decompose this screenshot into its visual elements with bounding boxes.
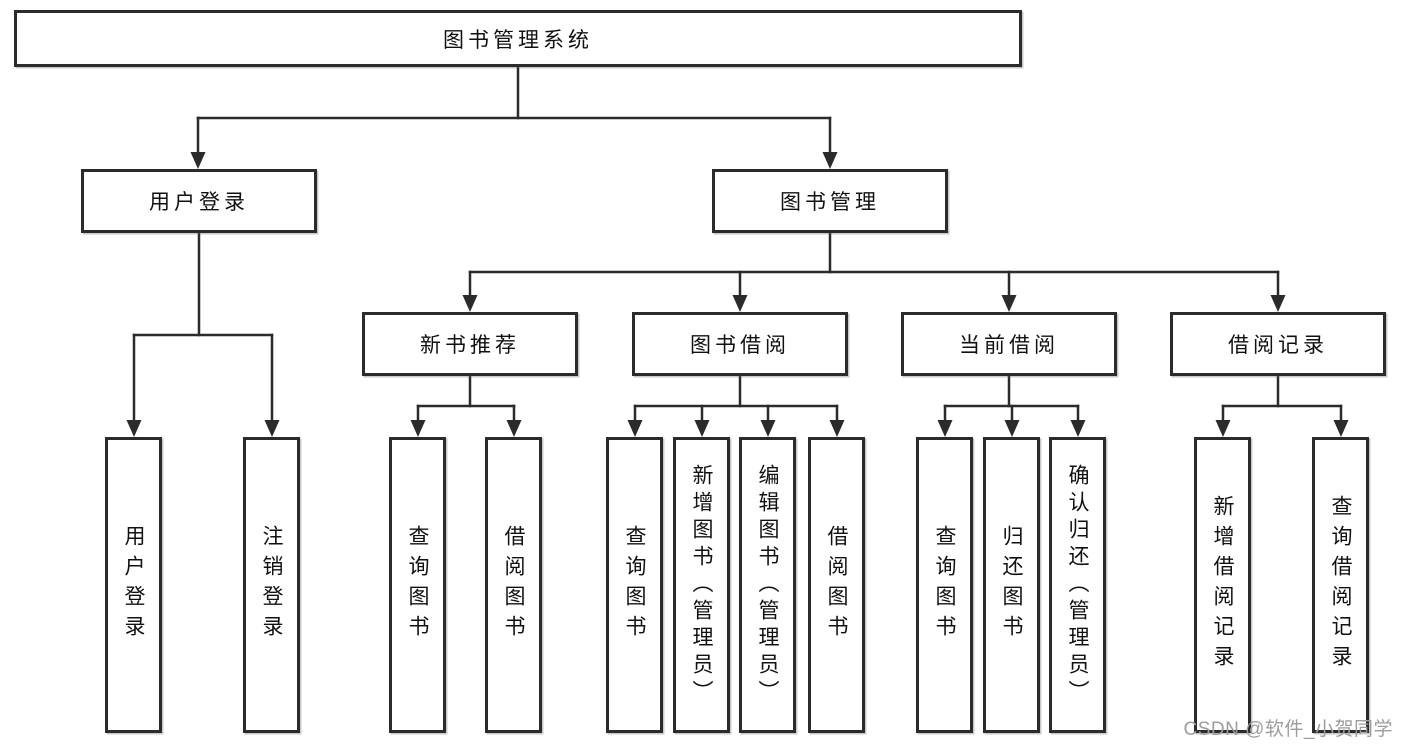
node-new-book-recommend-label: 新书推荐 [420, 334, 520, 357]
node-book-borrow: 图书借阅 [632, 312, 848, 376]
leaf-cb-query-book: 查询图书 [916, 437, 973, 733]
node-root-label: 图书管理系统 [443, 28, 593, 52]
node-book-borrow-label: 图书借阅 [690, 334, 790, 357]
arrow-down-icon [1215, 420, 1231, 437]
leaf-br-add-record-label: 新增借阅记录 [1211, 495, 1234, 675]
arrow-down-icon [462, 295, 478, 312]
leaf-bb-add-book-label: 新增图书（管理员） [690, 463, 713, 707]
leaf-cb-query-book-label: 查询图书 [933, 525, 956, 645]
node-user-login: 用户登录 [81, 169, 317, 233]
leaf-bb-query-book-label: 查询图书 [623, 525, 646, 645]
node-user-login-label: 用户登录 [149, 191, 249, 214]
watermark: CSDN @软件_小贺同学 [1183, 719, 1393, 740]
leaf-nbr-borrow-book: 借阅图书 [485, 437, 542, 733]
leaf-cb-return-book-label: 归还图书 [1000, 525, 1023, 645]
leaf-cb-confirm-return-label: 确认归还（管理员） [1066, 463, 1089, 707]
arrow-down-icon [732, 295, 748, 312]
leaf-cb-return-book: 归还图书 [983, 437, 1040, 733]
leaf-bb-add-book: 新增图书（管理员） [673, 437, 730, 733]
arrow-down-icon [126, 420, 142, 437]
leaf-logout: 注销登录 [243, 437, 300, 733]
leaf-br-add-record: 新增借阅记录 [1194, 437, 1251, 733]
leaf-bb-edit-book-label: 编辑图书（管理员） [756, 463, 779, 707]
node-current-borrow: 当前借阅 [901, 312, 1117, 376]
leaf-br-query-record: 查询借阅记录 [1312, 437, 1369, 733]
arrow-down-icon [822, 152, 838, 169]
arrow-down-icon [694, 420, 710, 437]
arrow-down-icon [1001, 295, 1017, 312]
leaf-logout-label: 注销登录 [260, 525, 283, 645]
arrow-down-icon [1270, 295, 1286, 312]
leaf-nbr-borrow-book-label: 借阅图书 [502, 525, 525, 645]
leaf-user-login-label: 用户登录 [122, 525, 145, 645]
leaf-nbr-query-book-label: 查询图书 [406, 525, 429, 645]
leaf-cb-confirm-return: 确认归还（管理员） [1049, 437, 1106, 733]
leaf-nbr-query-book: 查询图书 [389, 437, 446, 733]
leaf-bb-query-book: 查询图书 [606, 437, 663, 733]
node-book-management-label: 图书管理 [780, 191, 880, 214]
arrow-down-icon [1333, 420, 1349, 437]
arrow-down-icon [410, 420, 426, 437]
arrow-down-icon [506, 420, 522, 437]
node-book-management: 图书管理 [712, 169, 948, 233]
leaf-bb-edit-book: 编辑图书（管理员） [739, 437, 796, 733]
arrow-down-icon [1004, 420, 1020, 437]
arrow-down-icon [937, 420, 953, 437]
arrow-down-icon [190, 152, 206, 169]
leaf-bb-borrow-book-label: 借阅图书 [825, 525, 848, 645]
arrow-down-icon [627, 420, 643, 437]
node-borrow-record-label: 借阅记录 [1228, 334, 1328, 357]
leaf-bb-borrow-book: 借阅图书 [808, 437, 865, 733]
node-root: 图书管理系统 [14, 10, 1022, 67]
arrowheads [126, 152, 1349, 437]
node-current-borrow-label: 当前借阅 [959, 334, 1059, 357]
leaf-br-query-record-label: 查询借阅记录 [1329, 495, 1352, 675]
arrow-down-icon [829, 420, 845, 437]
arrow-down-icon [264, 420, 280, 437]
node-new-book-recommend: 新书推荐 [362, 312, 578, 376]
node-borrow-record: 借阅记录 [1170, 312, 1386, 376]
leaf-user-login: 用户登录 [105, 437, 162, 733]
arrow-down-icon [1070, 420, 1086, 437]
connector-paths [132, 65, 1343, 423]
arrow-down-icon [760, 420, 776, 437]
